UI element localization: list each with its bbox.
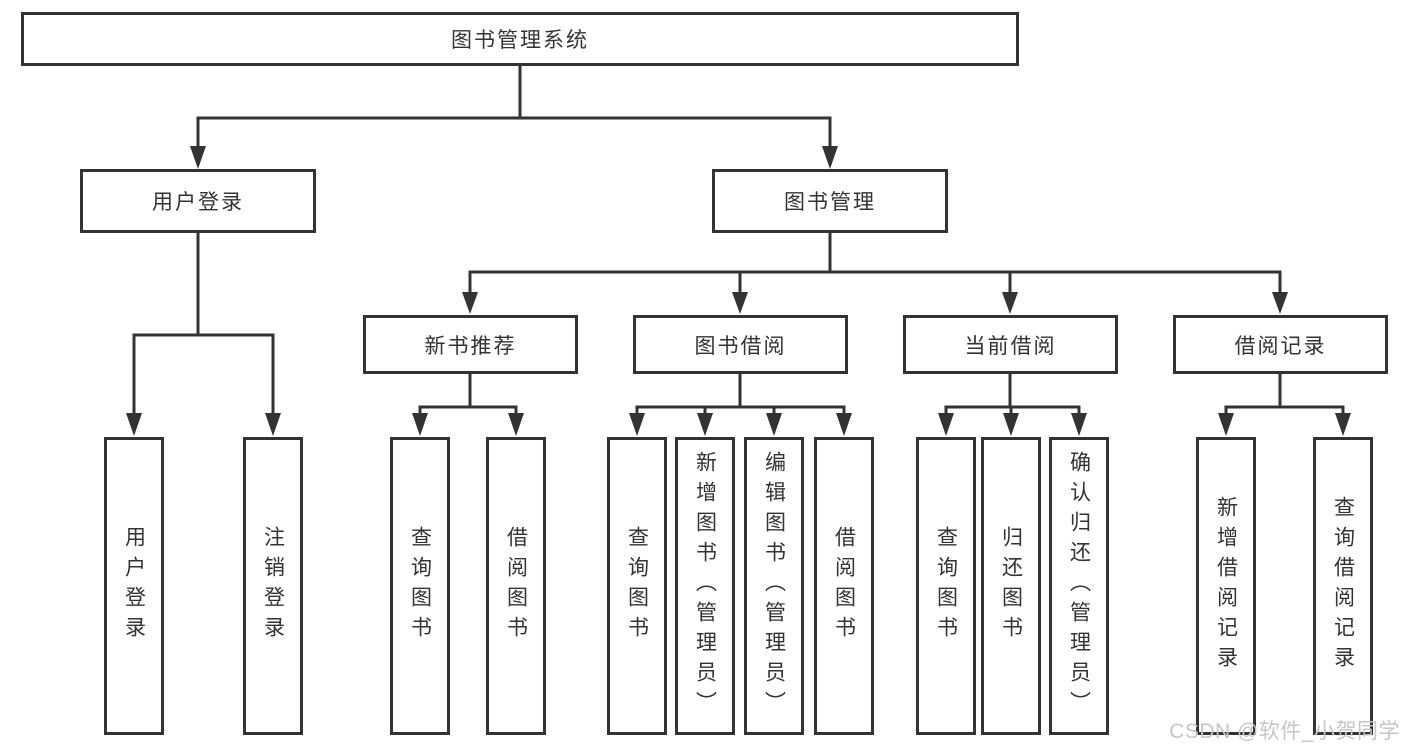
node-label: 图书管理系统 bbox=[451, 29, 589, 52]
leaf-user-login: 用户登录 bbox=[104, 437, 164, 735]
node-root: 图书管理系统 bbox=[21, 12, 1019, 66]
connector-newbooks-to-leaves bbox=[418, 372, 518, 418]
leaf-edit-books-admin: 编辑图书（管理员） bbox=[744, 437, 804, 735]
arrowhead bbox=[1335, 413, 1351, 436]
arrowhead bbox=[822, 146, 838, 169]
leaf-logout: 注销登录 bbox=[243, 437, 303, 735]
node-label: 查询图书 bbox=[625, 526, 649, 646]
connector-bookmgmt-to-level3 bbox=[468, 231, 1282, 298]
node-label: 新增借阅记录 bbox=[1214, 496, 1238, 676]
arrowhead bbox=[697, 413, 713, 436]
leaf-add-books-admin: 新增图书（管理员） bbox=[675, 437, 735, 735]
arrowhead bbox=[766, 413, 782, 436]
node-book-management: 图书管理 bbox=[712, 169, 948, 233]
arrowhead bbox=[126, 413, 142, 436]
leaf-borrow-books-borrowing: 借阅图书 bbox=[814, 437, 874, 735]
node-label: 归还图书 bbox=[999, 526, 1023, 646]
arrowhead bbox=[1272, 292, 1288, 314]
arrowhead bbox=[412, 413, 428, 436]
arrowhead bbox=[508, 413, 524, 436]
node-label: 图书管理 bbox=[784, 191, 876, 214]
node-label: 借阅记录 bbox=[1234, 334, 1327, 358]
arrowhead bbox=[938, 413, 954, 436]
node-new-book-recommend: 新书推荐 bbox=[363, 315, 578, 374]
node-label: 当前借阅 bbox=[964, 334, 1057, 358]
arrowhead bbox=[732, 292, 748, 314]
connector-records-to-leaves bbox=[1224, 372, 1345, 418]
arrowhead bbox=[629, 413, 645, 436]
connector-current-to-leaves bbox=[944, 372, 1081, 418]
node-borrowing-records: 借阅记录 bbox=[1173, 315, 1388, 374]
arrowhead bbox=[265, 413, 281, 436]
leaf-add-borrow-record: 新增借阅记录 bbox=[1196, 437, 1256, 735]
arrowhead bbox=[1002, 292, 1018, 314]
leaf-query-books-current: 查询图书 bbox=[916, 437, 976, 735]
leaf-confirm-return-admin: 确认归还（管理员） bbox=[1049, 437, 1109, 735]
node-label: 查询图书 bbox=[934, 526, 958, 646]
connector-borrowing-to-leaves bbox=[635, 372, 846, 418]
connector-userlogin-to-leaves bbox=[132, 231, 275, 418]
node-label: 查询图书 bbox=[408, 526, 432, 646]
node-label: 用户登录 bbox=[122, 526, 146, 646]
node-user-login: 用户登录 bbox=[80, 169, 316, 233]
arrowhead bbox=[462, 292, 478, 314]
node-label: 确认归还（管理员） bbox=[1067, 451, 1091, 721]
arrowhead bbox=[1218, 413, 1234, 436]
node-label: 借阅图书 bbox=[504, 526, 528, 646]
node-label: 新书推荐 bbox=[424, 334, 517, 358]
node-label: 新增图书（管理员） bbox=[693, 451, 717, 721]
node-label: 查询借阅记录 bbox=[1331, 496, 1355, 676]
node-label: 用户登录 bbox=[152, 191, 244, 214]
leaf-query-books-borrowing: 查询图书 bbox=[607, 437, 667, 735]
node-book-borrowing: 图书借阅 bbox=[633, 315, 848, 374]
arrowhead bbox=[1071, 413, 1087, 436]
leaf-return-books: 归还图书 bbox=[981, 437, 1041, 735]
csdn-watermark: CSDN @软件_小贺同学 bbox=[1169, 720, 1400, 743]
arrowhead bbox=[190, 146, 206, 169]
arrowhead bbox=[1003, 413, 1019, 436]
leaf-query-borrow-record: 查询借阅记录 bbox=[1313, 437, 1373, 735]
node-label: 借阅图书 bbox=[832, 526, 856, 646]
node-label: 图书借阅 bbox=[694, 334, 787, 358]
node-label: 注销登录 bbox=[261, 526, 285, 646]
node-current-borrowing: 当前借阅 bbox=[903, 315, 1118, 374]
arrowhead bbox=[836, 413, 852, 436]
node-label: 编辑图书（管理员） bbox=[762, 451, 786, 721]
connector-root-to-level2 bbox=[196, 64, 832, 152]
leaf-query-books-recommend: 查询图书 bbox=[390, 437, 450, 735]
leaf-borrow-books-recommend: 借阅图书 bbox=[486, 437, 546, 735]
